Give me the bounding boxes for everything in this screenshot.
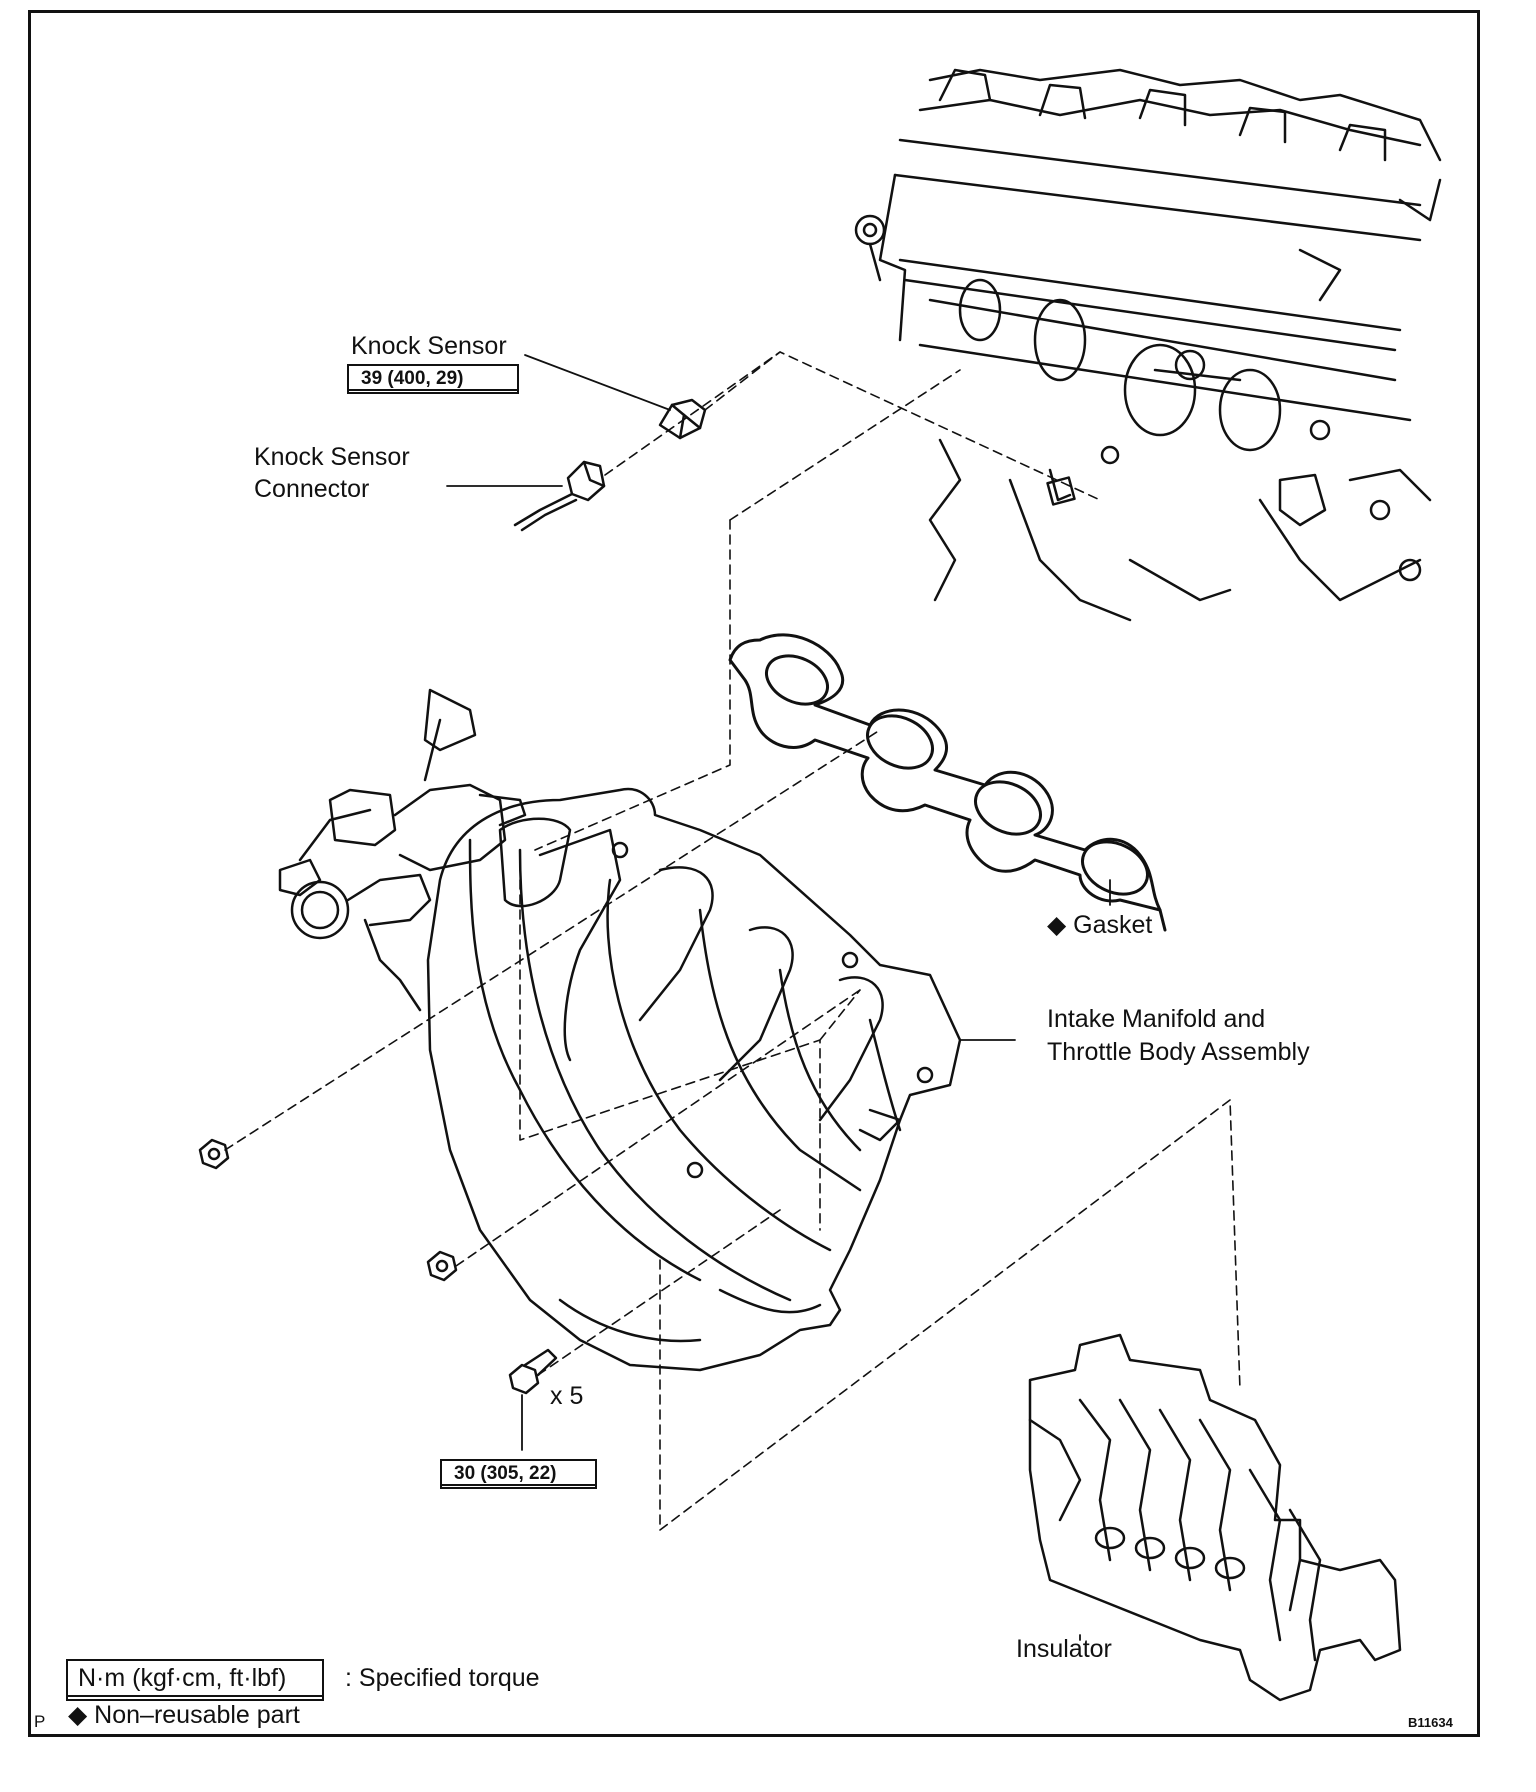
intake-manifold-label-line2: Throttle Body Assembly: [1047, 1038, 1310, 1066]
gasket-label: ◆ Gasket: [1047, 911, 1153, 939]
knock-sensor-label: Knock Sensor: [351, 332, 507, 360]
dashed-assembly-lines: [224, 351, 1241, 1531]
bolt-illustration: [508, 1348, 558, 1395]
insulator-illustration: [1028, 1333, 1402, 1702]
leader-lines: [446, 354, 1111, 1641]
nut-lower-illustration: [426, 1250, 458, 1282]
gasket-illustration: [728, 633, 1167, 932]
insulator-label: Insulator: [1016, 1635, 1112, 1663]
knock-sensor-connector-label-line1: Knock Sensor: [254, 443, 410, 471]
bolt-torque-box: 30 (305, 22): [440, 1459, 597, 1489]
knock-sensor-torque-box: 39 (400, 29): [347, 364, 519, 394]
nut-left-illustration: [198, 1138, 230, 1170]
knock-sensor-connector-illustration: [513, 460, 606, 532]
legend-torque-desc: : Specified torque: [345, 1664, 540, 1692]
bolt-count-label: x 5: [550, 1382, 584, 1410]
intake-manifold-label-line1: Intake Manifold and: [1047, 1005, 1266, 1033]
legend-non-reusable: ◆ Non–reusable part: [68, 1701, 300, 1729]
legend-torque-unit-box: N·m (kgf·cm, ft·lbf): [66, 1659, 324, 1701]
figure-code: B11634: [1408, 1715, 1453, 1730]
corner-mark: P: [34, 1712, 46, 1731]
engine-block-illustration: [854, 68, 1442, 622]
knock-sensor-connector-label-line2: Connector: [254, 475, 370, 503]
diagram-frame: [28, 10, 1480, 1737]
intake-manifold-illustration: [278, 688, 962, 1372]
